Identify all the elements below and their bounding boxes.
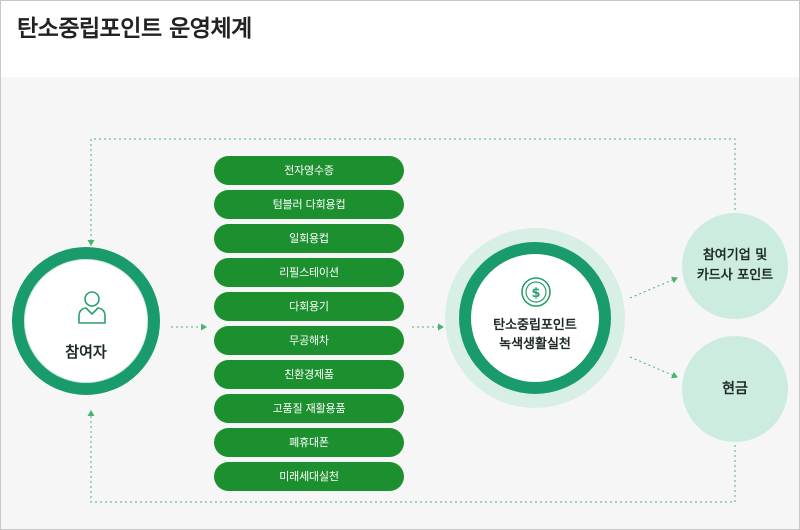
activity-item: 다회용기 [214, 292, 404, 321]
activity-item: 일회용컵 [214, 224, 404, 253]
activity-item: 전자영수증 [214, 156, 404, 185]
reward-cash-label: 현금 [722, 381, 748, 397]
coin-icon: $ [521, 277, 551, 307]
activity-item: 리필스테이션 [214, 258, 404, 287]
point-to-partner-line [629, 276, 678, 299]
participant-circle: 참여자 [12, 247, 160, 395]
carbon-point-circle: $ 탄소중립포인트 녹색생활실천 [459, 242, 611, 394]
reward-partner-line1: 참여기업 및 [702, 248, 768, 263]
activity-item: 텀블러 다회용컵 [214, 190, 404, 219]
carbon-point-line1: 탄소중립포인트 [493, 318, 577, 333]
person-icon [78, 291, 106, 324]
activity-item: 무공해차 [214, 326, 404, 355]
point-to-cash-line [629, 356, 678, 379]
activity-item: 미래세대실천 [214, 462, 404, 491]
page-title: 탄소중립포인트 운영체계 [17, 16, 252, 42]
activity-item: 폐휴대폰 [214, 428, 404, 457]
bottom-loop-line [87, 410, 736, 503]
reward-partner-points: 참여기업 및 카드사 포인트 [682, 213, 788, 319]
carbon-point-line2: 녹색생활실천 [499, 337, 571, 352]
activity-item: 고품질 재활용품 [214, 394, 404, 423]
carbon-point-label: 탄소중립포인트 녹색생활실천 [471, 316, 599, 354]
top-loop-line [87, 138, 736, 246]
header: 탄소중립포인트 운영체계 [1, 1, 799, 77]
reward-partner-line2: 카드사 포인트 [696, 268, 774, 283]
svg-text:$: $ [531, 286, 540, 301]
activity-item: 친환경제품 [214, 360, 404, 389]
participant-label: 참여자 [65, 343, 107, 361]
reward-cash: 현금 [682, 336, 788, 442]
activity-list: 전자영수증 텀블러 다회용컵 일회용컵 리필스테이션 다회용기 무공해차 친환경… [214, 156, 404, 496]
